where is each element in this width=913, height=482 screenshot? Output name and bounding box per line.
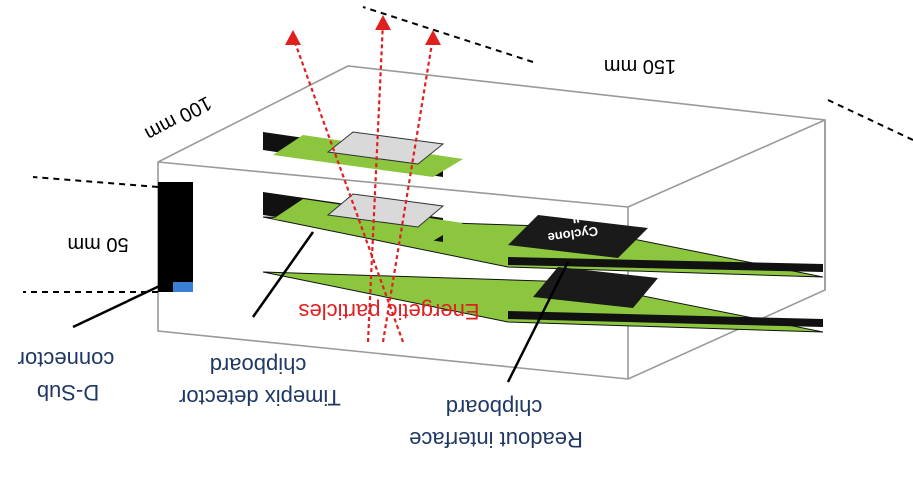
dsub-pointer [72, 280, 169, 329]
timepix-label-line1: Timepix detector [179, 385, 341, 410]
readout-pointer [506, 261, 570, 383]
chip-lower-label-1: Cyclone [547, 224, 599, 246]
dsub-connector [158, 182, 193, 292]
readout-label-line2: chipboard [446, 395, 543, 420]
dim-100-label: 100 mm [141, 91, 215, 144]
dim-150-label: 150 mm [604, 55, 676, 77]
particle-arrowheads [285, 15, 441, 45]
timepix-sensor-lower [326, 193, 445, 228]
dsub-label-line2: connector [18, 347, 115, 372]
particle-tracks [291, 21, 435, 343]
timepix-sensor-upper [326, 131, 445, 165]
fpga-chip-lower [508, 215, 648, 258]
particles-label: Energetic particles [299, 299, 480, 324]
timepix-label-line2: chipboard [210, 353, 307, 378]
dimension-lines [23, 6, 913, 293]
timepix-boards [263, 131, 463, 242]
chip-lower-label-2: II [571, 211, 580, 227]
dim-50-label: 50 mm [67, 233, 128, 255]
fpga-chip-upper [533, 267, 658, 308]
dsub-label-line1: D-Sub [37, 380, 99, 405]
readout-label-line1: Readout interface [409, 427, 583, 452]
chip-upper-label: II [573, 162, 580, 177]
timepix-pointer [251, 231, 315, 318]
label-pointers [72, 231, 570, 383]
enclosure-outline [157, 65, 826, 380]
readout-board-upper [262, 267, 824, 333]
